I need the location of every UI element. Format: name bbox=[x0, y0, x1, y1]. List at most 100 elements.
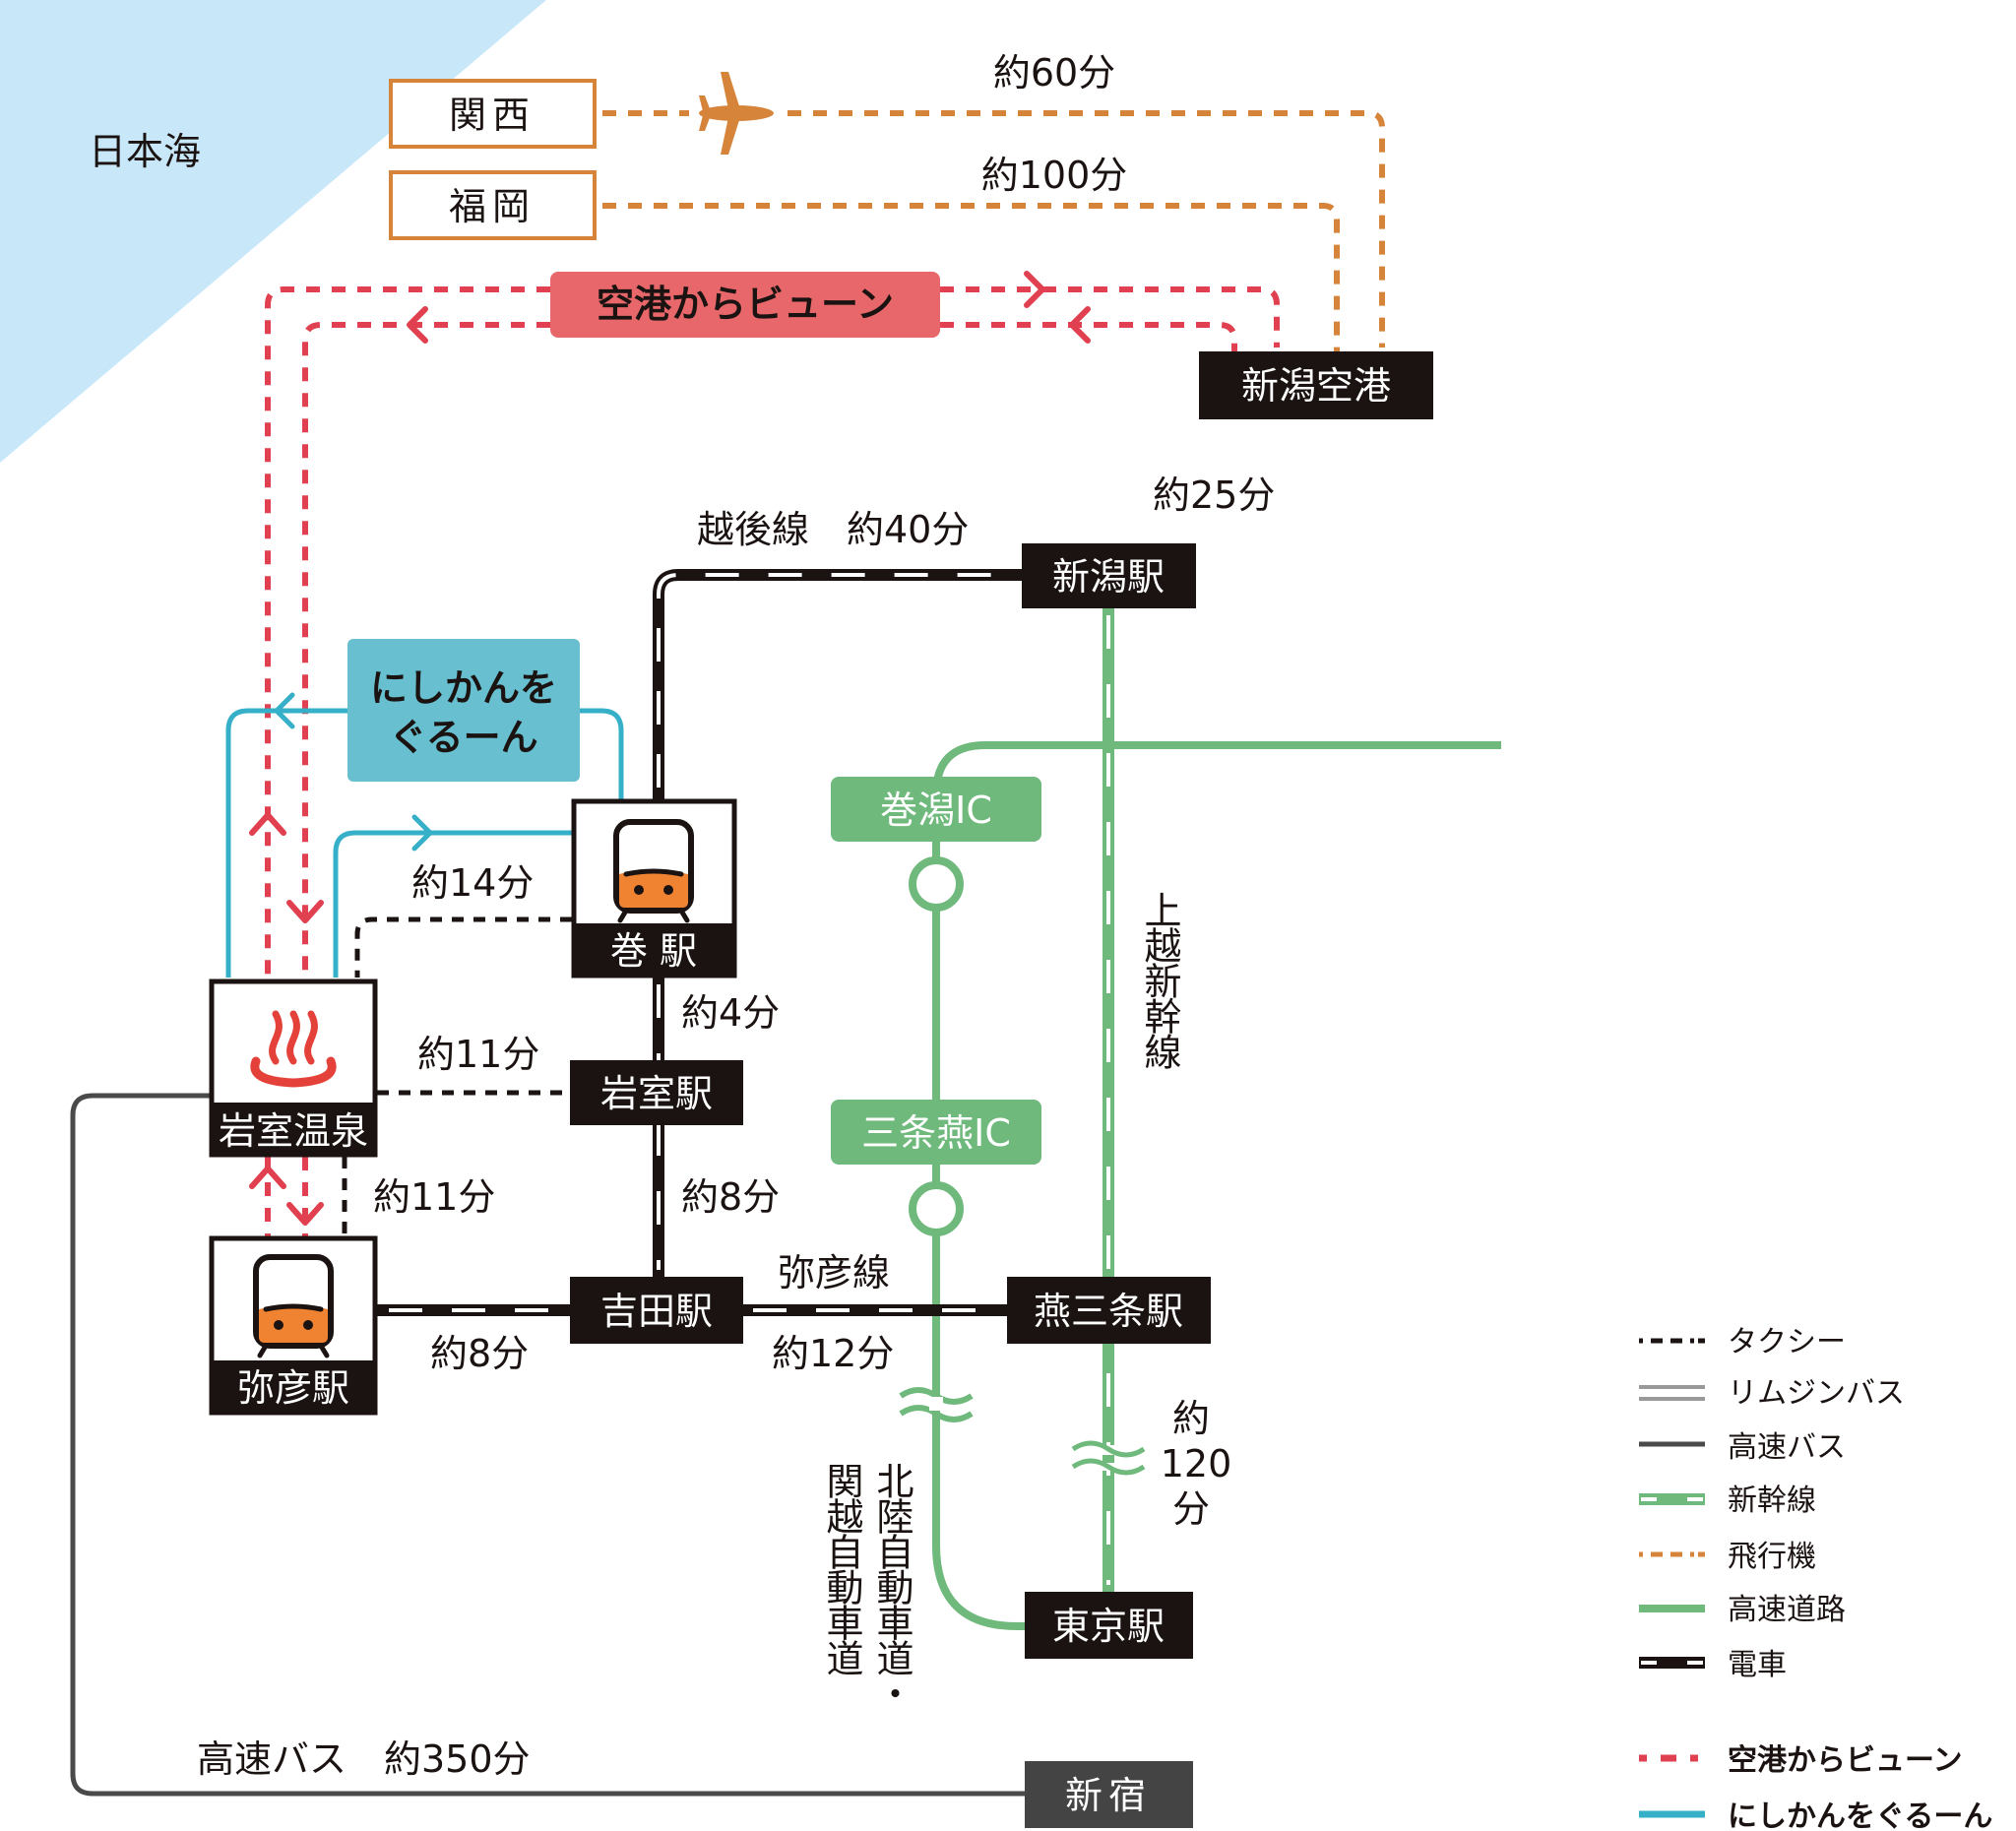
loop-bus-label-line1: にしかんを bbox=[370, 666, 557, 710]
highway-bus-route bbox=[70, 1093, 1025, 1797]
train-icon bbox=[253, 1254, 334, 1358]
interchange-makigata: 巻潟IC bbox=[831, 777, 1041, 842]
label-shinkansen-time-1: 約 bbox=[1172, 1397, 1210, 1440]
interchange-label-makigata: 巻潟IC bbox=[880, 789, 992, 832]
interchange-marker-sanjotsubame bbox=[909, 1181, 964, 1236]
arrow-right-icon bbox=[1024, 271, 1045, 308]
station-maki: 巻 駅 bbox=[571, 798, 737, 979]
legend-label-airplane: 飛行機 bbox=[1728, 1540, 1816, 1574]
legend-label-train: 電車 bbox=[1728, 1648, 1787, 1682]
origin-label-fukuoka: 福岡 bbox=[449, 185, 536, 228]
station-shinjuku: 新宿 bbox=[1025, 1761, 1193, 1828]
airplane-icon bbox=[699, 72, 774, 155]
legend-label-highway-bus: 高速バス bbox=[1728, 1430, 1846, 1465]
label-yoshida-tsubame-time: 約12分 bbox=[772, 1332, 894, 1375]
station-label-shinjuku: 新宿 bbox=[1065, 1774, 1152, 1817]
legend-label-shinkansen: 新幹線 bbox=[1728, 1484, 1816, 1518]
legend-item-train: 電車 bbox=[1639, 1648, 1787, 1682]
arrow-down-icon bbox=[286, 1202, 324, 1226]
station-label-maki: 巻 駅 bbox=[610, 929, 697, 973]
legend-label-taxi: タクシー bbox=[1728, 1325, 1846, 1359]
label-onsen-maki-time: 約14分 bbox=[411, 861, 534, 905]
label-shinkansen-time-3: 分 bbox=[1172, 1487, 1210, 1531]
label-onsen-iwamuro-time: 約11分 bbox=[417, 1033, 539, 1076]
station-label-yahiko: 弥彦駅 bbox=[237, 1366, 349, 1410]
label-hokuriku-expressway: 北陸自動車道・ bbox=[870, 1462, 914, 1710]
interchange-label-sanjotsubame: 三条燕IC bbox=[861, 1111, 1011, 1155]
time-fukuoka: 約100分 bbox=[981, 154, 1128, 197]
label-iwamuro-yoshida-time: 約8分 bbox=[681, 1175, 780, 1219]
legend-item-expressway: 高速道路 bbox=[1639, 1593, 1846, 1627]
train-routes bbox=[377, 569, 1022, 1316]
interchange-sanjotsubame: 三条燕IC bbox=[831, 1100, 1041, 1165]
airport-bus-label: 空港からビューン bbox=[597, 283, 894, 326]
label-onsen-yahiko-time: 約11分 bbox=[373, 1175, 495, 1219]
sea-label: 日本海 bbox=[89, 130, 201, 173]
label-niigata-airport-time: 約25分 bbox=[1153, 474, 1275, 517]
legend-label-airport-bus: 空港からビューン bbox=[1728, 1743, 1963, 1778]
station-label-iwamuro: 岩室駅 bbox=[600, 1072, 713, 1115]
origin-label-kansai: 関西 bbox=[449, 94, 536, 137]
loop-bus-label-line2: ぐるーん bbox=[389, 716, 537, 759]
label-maki-iwamuro-time: 約4分 bbox=[681, 991, 780, 1035]
arrow-left-icon bbox=[274, 692, 295, 729]
expressway-routes bbox=[932, 741, 1501, 1630]
legend-item-highway-bus: 高速バス bbox=[1639, 1430, 1846, 1465]
taxi-routes bbox=[342, 916, 572, 1236]
loop-bus-route bbox=[225, 708, 624, 978]
legend-label-loop-bus: にしかんをぐるーん bbox=[1728, 1799, 1992, 1831]
arrow-left-icon bbox=[1069, 306, 1091, 344]
station-label-tokyo: 東京駅 bbox=[1052, 1605, 1165, 1648]
legend-item-airport-bus: 空港からビューン bbox=[1639, 1743, 1963, 1778]
label-highway-bus: 高速バス 約350分 bbox=[197, 1737, 531, 1781]
origin-box-fukuoka: 福岡 bbox=[389, 170, 597, 240]
station-yoshida: 吉田駅 bbox=[570, 1277, 743, 1344]
label-yahiko-yoshida-time: 約8分 bbox=[430, 1332, 529, 1375]
interchange-marker-makigata bbox=[909, 856, 964, 912]
airport-label: 新潟空港 bbox=[1241, 364, 1391, 408]
station-iwamuro-onsen: 岩室温泉 bbox=[209, 979, 378, 1158]
legend-label-expressway: 高速道路 bbox=[1728, 1593, 1846, 1627]
label-kanetsu-expressway: 関越自動車道 bbox=[820, 1462, 863, 1675]
break-mark-icon bbox=[899, 1387, 974, 1422]
break-mark-icon bbox=[1071, 1440, 1146, 1476]
station-tokyo: 東京駅 bbox=[1025, 1592, 1193, 1659]
arrow-up-icon bbox=[249, 1166, 286, 1189]
loop-bus-arrows bbox=[274, 692, 433, 852]
legend-item-loop-bus: にしかんをぐるーん bbox=[1639, 1799, 1992, 1831]
echigo-line bbox=[653, 569, 1022, 799]
legend-label-limousine: リムジンバス bbox=[1728, 1376, 1905, 1411]
label-shinkansen-time-2: 120 bbox=[1161, 1442, 1232, 1485]
station-label-niigata: 新潟駅 bbox=[1052, 555, 1165, 599]
station-iwamuro: 岩室駅 bbox=[570, 1060, 743, 1125]
airport-bus-arrows bbox=[249, 271, 1091, 1226]
station-label-yoshida: 吉田駅 bbox=[600, 1290, 713, 1333]
label-joetsu-shinkansen: 上越新幹線 bbox=[1138, 891, 1181, 1069]
station-yahiko: 弥彦駅 bbox=[209, 1235, 378, 1416]
train-icon bbox=[613, 819, 694, 923]
arrow-up-icon bbox=[249, 812, 286, 836]
legend-item-shinkansen: 新幹線 bbox=[1639, 1484, 1816, 1518]
station-niigata: 新潟駅 bbox=[1022, 543, 1196, 608]
legend-item-taxi: タクシー bbox=[1639, 1325, 1846, 1359]
airport-bus-label-box: 空港からビューン bbox=[550, 272, 940, 338]
station-label-tsubamesanjo: 燕三条駅 bbox=[1034, 1290, 1183, 1333]
origin-box-kansai: 関西 bbox=[389, 79, 597, 149]
legend: タクシー リムジンバス 高速バス 新幹線 飛行機 高速道路 bbox=[1639, 1325, 1992, 1831]
arrow-down-icon bbox=[286, 900, 324, 923]
onsen-icon bbox=[250, 1010, 337, 1088]
legend-item-limousine: リムジンバス bbox=[1639, 1376, 1905, 1411]
flight-route-fukuoka bbox=[602, 203, 1340, 351]
label-yahiko-line: 弥彦線 bbox=[778, 1251, 890, 1294]
loop-bus-label-box: にしかんを ぐるーん bbox=[347, 639, 580, 782]
time-kansai: 約60分 bbox=[993, 51, 1115, 95]
flight-route-kansai bbox=[602, 110, 1385, 347]
station-niigata-airport: 新潟空港 bbox=[1199, 351, 1433, 419]
station-label-iwamuro-onsen: 岩室温泉 bbox=[219, 1109, 368, 1153]
arrow-left-icon bbox=[407, 306, 428, 344]
station-tsubamesanjo: 燕三条駅 bbox=[1007, 1277, 1211, 1344]
expressway-hokuriku bbox=[932, 741, 1501, 1630]
label-echigo-line: 越後線 約40分 bbox=[697, 508, 969, 551]
legend-item-airplane: 飛行機 bbox=[1639, 1540, 1816, 1574]
